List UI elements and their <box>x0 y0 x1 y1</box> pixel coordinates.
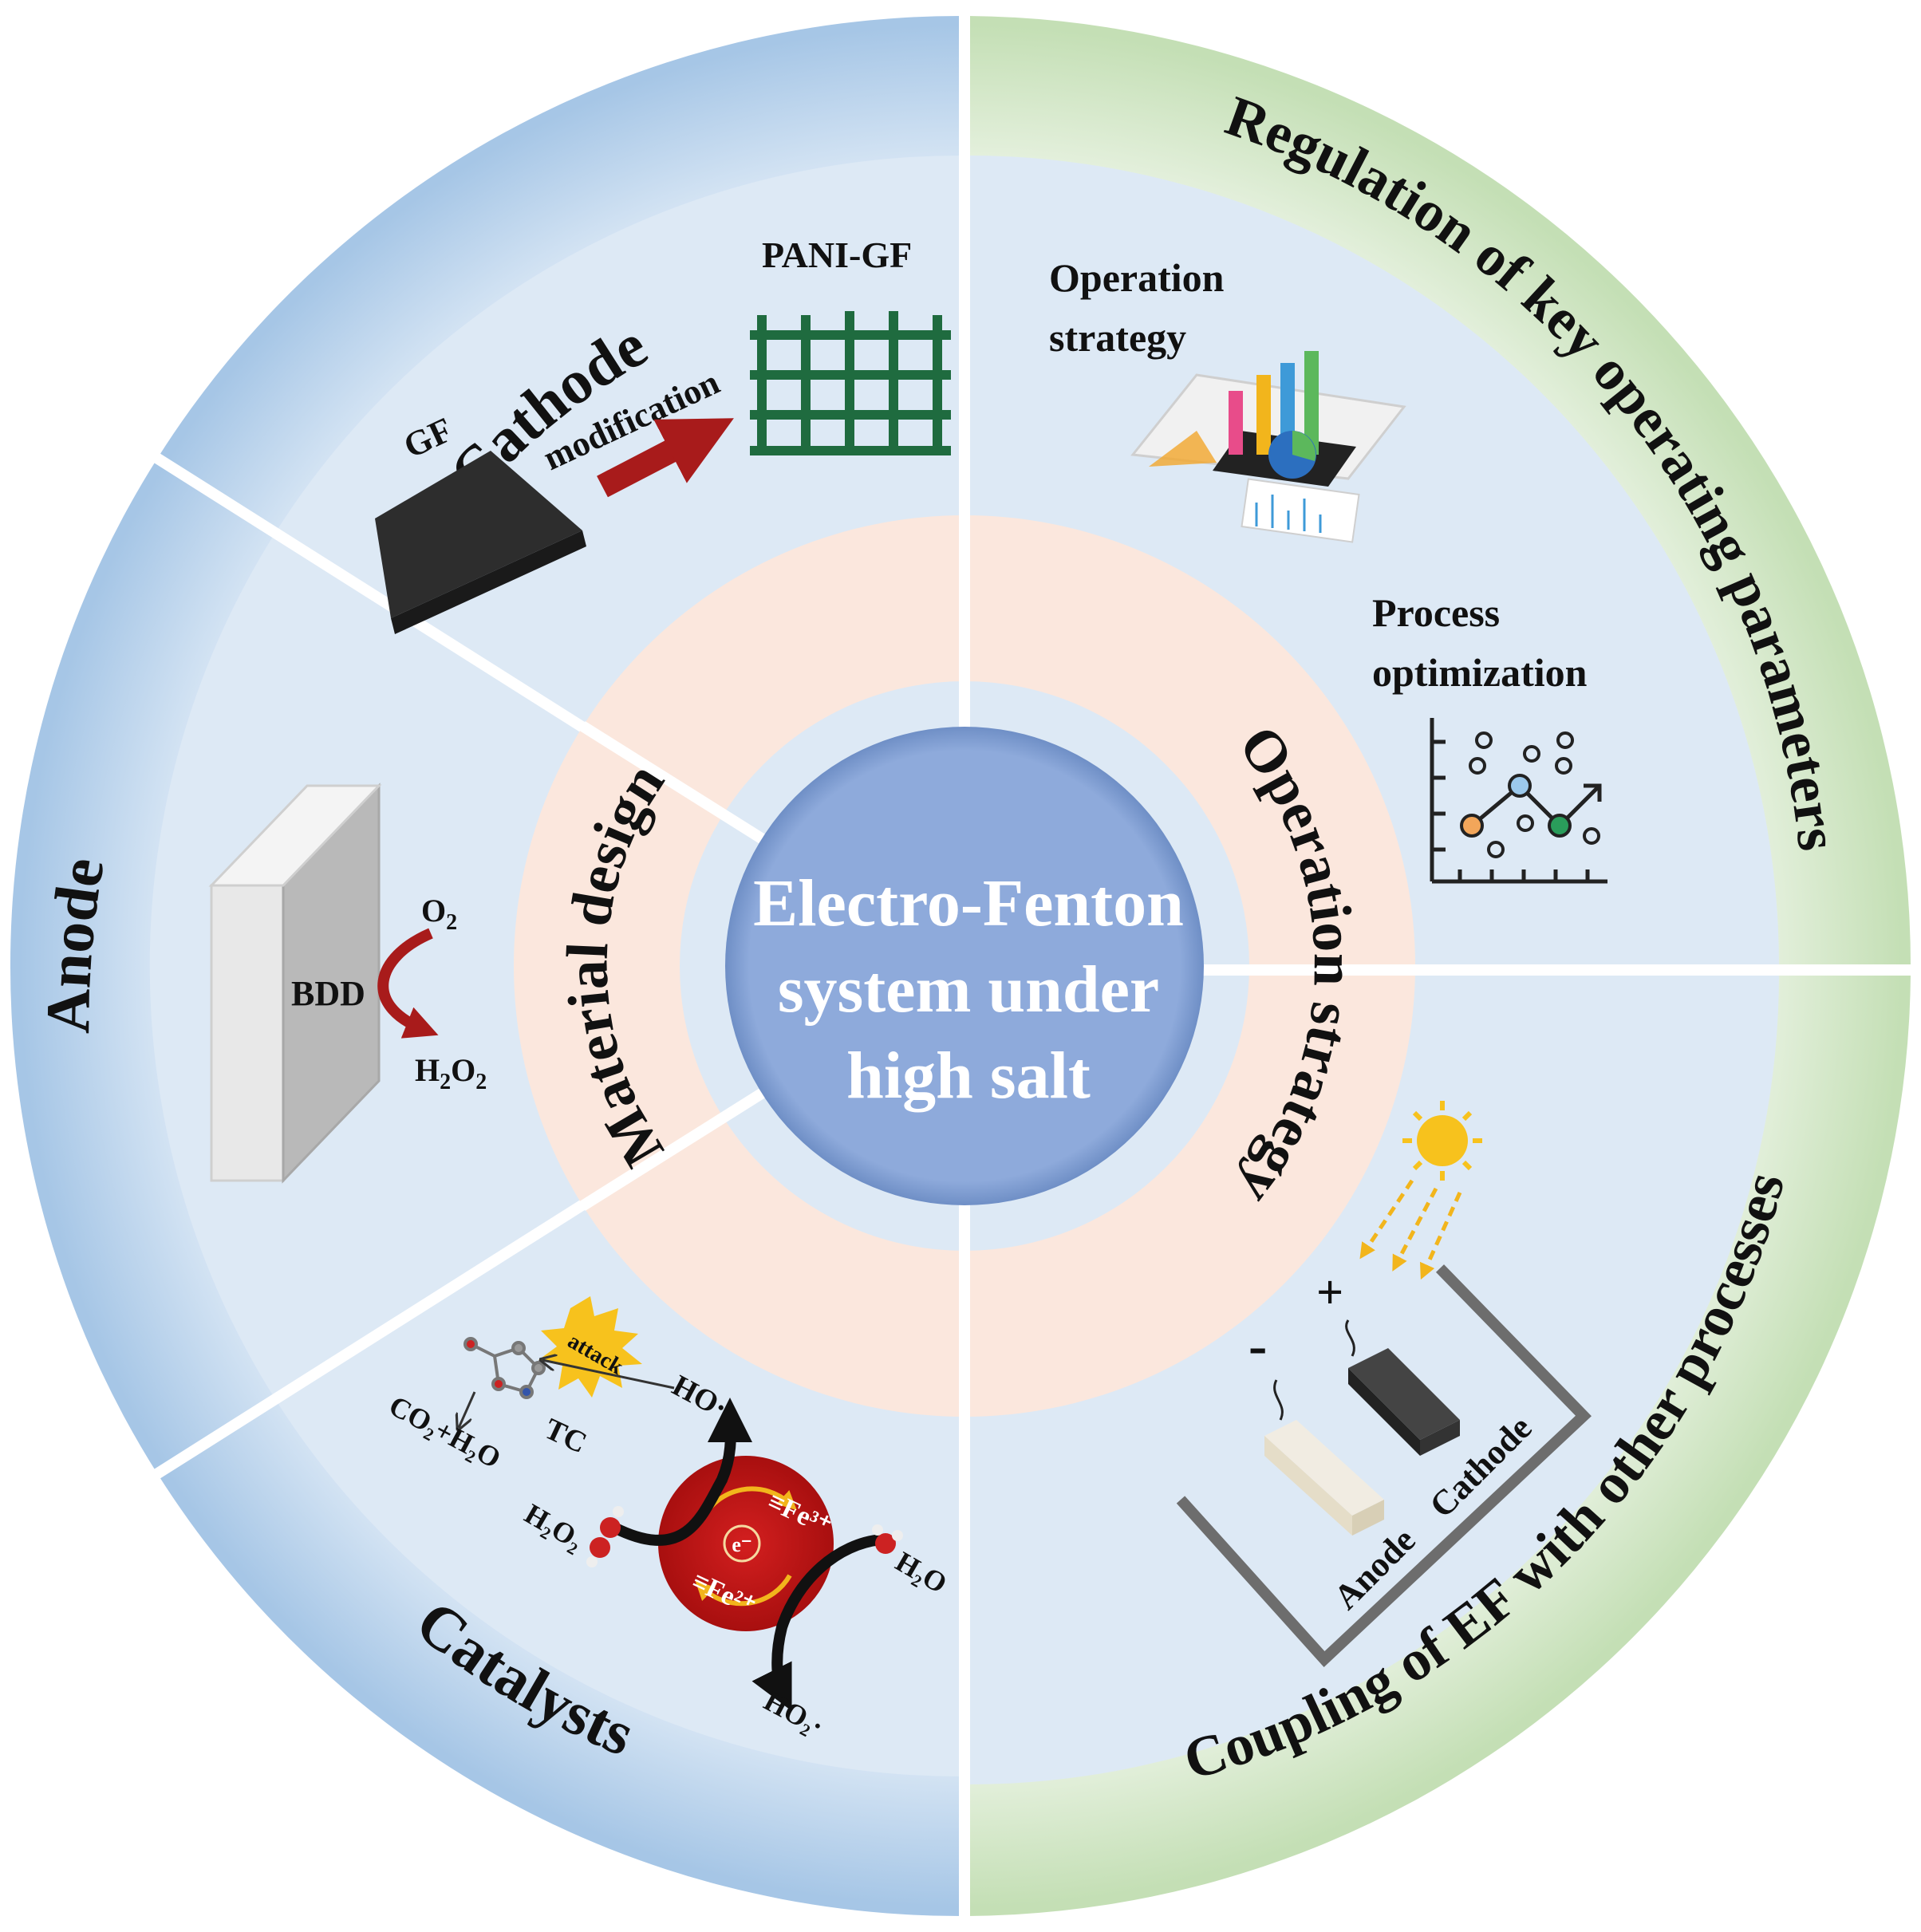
bdd-label: BDD <box>291 974 365 1013</box>
center-title-line1: Electro-Fenton <box>753 866 1184 940</box>
h2o2-label: H2O2 <box>415 1052 487 1094</box>
anode-electrode <box>1264 1420 1384 1536</box>
process-optimization-l2: optimization <box>1372 650 1588 695</box>
h2o-molecule <box>872 1524 903 1554</box>
pani-gf-label: PANI-GF <box>762 235 912 275</box>
gf-block <box>375 451 582 618</box>
sun-icon <box>1402 1101 1482 1181</box>
plus-sign: + <box>1316 1266 1343 1319</box>
regulation-panel: Operation strategy Process optimization <box>1049 255 1607 884</box>
dashboard-icon <box>1130 351 1406 543</box>
modification-arrow <box>597 418 734 498</box>
minus-sign: - <box>1248 1315 1267 1377</box>
reactor-vessel <box>1176 1264 1592 1667</box>
operation-strategy-l2: strategy <box>1049 315 1186 360</box>
operation-strategy-l1: Operation <box>1049 255 1225 300</box>
electron-label: e⁻ <box>732 1533 751 1556</box>
center-circle <box>725 727 1204 1205</box>
tc-molecule <box>463 1337 546 1399</box>
cathode-electrode <box>1348 1348 1460 1456</box>
process-optimization-l1: Process <box>1372 590 1500 635</box>
h2o2-molecule <box>586 1506 624 1567</box>
center-title-line3: high salt <box>846 1039 1091 1113</box>
anode-reaction-arrow <box>377 928 439 1039</box>
center-title-line2: system under <box>778 952 1159 1027</box>
pani-gf-mesh <box>750 311 951 455</box>
o2-label: O2 <box>421 893 457 935</box>
attack-burst <box>538 1296 642 1398</box>
anode-panel: BDD O2 H2O2 <box>208 783 487 1184</box>
scatter-chart-icon <box>1430 718 1607 884</box>
